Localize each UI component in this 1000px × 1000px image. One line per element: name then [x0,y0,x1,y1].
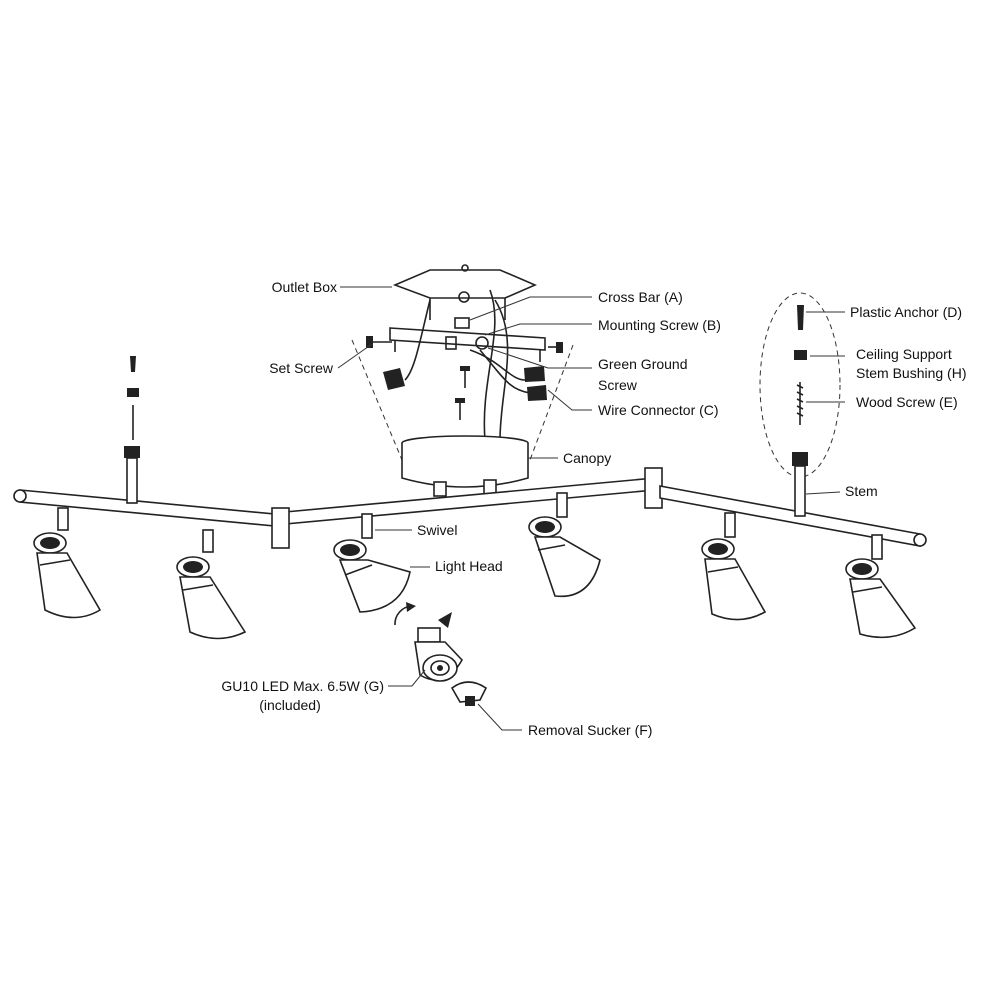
label-swivel: Swivel [417,522,457,538]
removal-sucker-drawing [450,681,488,706]
label-green-ground-line2: Screw [598,377,638,393]
main-bar-drawing [13,467,927,549]
label-wood-screw: Wood Screw (E) [856,394,958,410]
label-green-ground-line1: Green Ground [598,356,688,372]
light-head-6 [845,534,917,639]
light-head-2 [176,529,247,640]
label-wire-connector: Wire Connector (C) [598,402,719,418]
label-stem: Stem [845,483,878,499]
label-bulb-line2: (included) [259,697,320,713]
canopy-guide-lines [351,339,574,461]
light-head-5 [701,512,767,621]
label-ceiling-support-line1: Ceiling Support [856,346,952,362]
label-bulb-line1: GU10 LED Max. 6.5W (G) [221,678,384,694]
outlet-box-drawing [392,264,538,320]
label-plastic-anchor: Plastic Anchor (D) [850,304,962,320]
mounting-screws-drawing [455,366,470,420]
canopy-drawing [401,435,529,497]
wires-drawing [404,289,531,441]
label-set-screw: Set Screw [269,360,334,376]
label-ceiling-support-line2: Stem Bushing (H) [856,365,966,381]
cross-bar-drawing [389,317,546,362]
label-light-head: Light Head [435,558,503,574]
set-screw-drawing [366,336,563,353]
leader-lines [337,286,845,731]
label-mounting-screw: Mounting Screw (B) [598,317,721,333]
label-outlet-box: Outlet Box [272,279,337,295]
left-stem-drawing [124,356,140,504]
wire-connectors-drawing [383,366,547,401]
label-cross-bar: Cross Bar (A) [598,289,683,305]
light-head-3 [333,513,411,613]
light-head-1 [33,507,102,619]
right-stem-drawing [759,292,841,517]
bulb-drawing [394,602,463,682]
light-head-4 [528,492,601,598]
label-canopy: Canopy [563,450,611,466]
label-removal-sucker: Removal Sucker (F) [528,722,652,738]
